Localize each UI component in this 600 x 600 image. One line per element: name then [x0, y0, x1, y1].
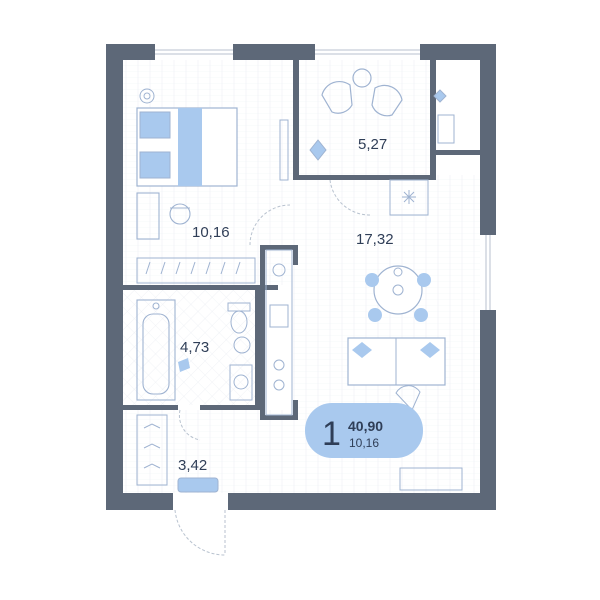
apartment-summary-badge: 1 40,90 10,16 — [305, 403, 423, 458]
desk-chair — [136, 192, 191, 240]
hallway-wardrobe — [136, 414, 168, 486]
window-bedroom — [155, 44, 233, 60]
bedroom-shelf — [279, 119, 289, 181]
bed — [136, 107, 238, 187]
living-area-label: 17,32 — [356, 231, 394, 248]
bathtub — [136, 299, 176, 401]
fridge — [389, 179, 429, 216]
balcony-cabinet — [437, 114, 455, 144]
interior-walls — [123, 60, 480, 510]
toilet — [227, 302, 251, 334]
balcony-area-label: 5,27 — [358, 136, 387, 153]
dining-table — [365, 265, 431, 322]
armchair — [395, 385, 421, 411]
wardrobe-rail — [136, 257, 256, 284]
window-living — [480, 235, 496, 310]
door-swings — [174, 179, 371, 556]
hallway-area-label: 3,42 — [178, 457, 207, 474]
bedroom-nightstand — [139, 88, 155, 104]
bathroom-floor — [123, 290, 260, 405]
kitchen-counter — [265, 249, 293, 416]
sink — [229, 364, 253, 401]
rooms-count: 1 — [322, 415, 341, 453]
washing-machine — [233, 336, 251, 354]
shoe-bench — [177, 477, 219, 493]
balcony-floor — [293, 60, 430, 175]
living-area: 10,16 — [349, 436, 379, 450]
balcony-chairs — [321, 68, 403, 117]
sofa — [347, 337, 446, 386]
towel-icon — [178, 358, 190, 372]
bathroom-area-label: 4,73 — [180, 339, 209, 356]
balcony-plant-icon — [309, 89, 447, 161]
total-area: 40,90 — [348, 418, 383, 434]
tv-stand — [399, 467, 463, 491]
window-balcony — [315, 44, 420, 60]
bedroom-area-label: 10,16 — [192, 224, 230, 241]
